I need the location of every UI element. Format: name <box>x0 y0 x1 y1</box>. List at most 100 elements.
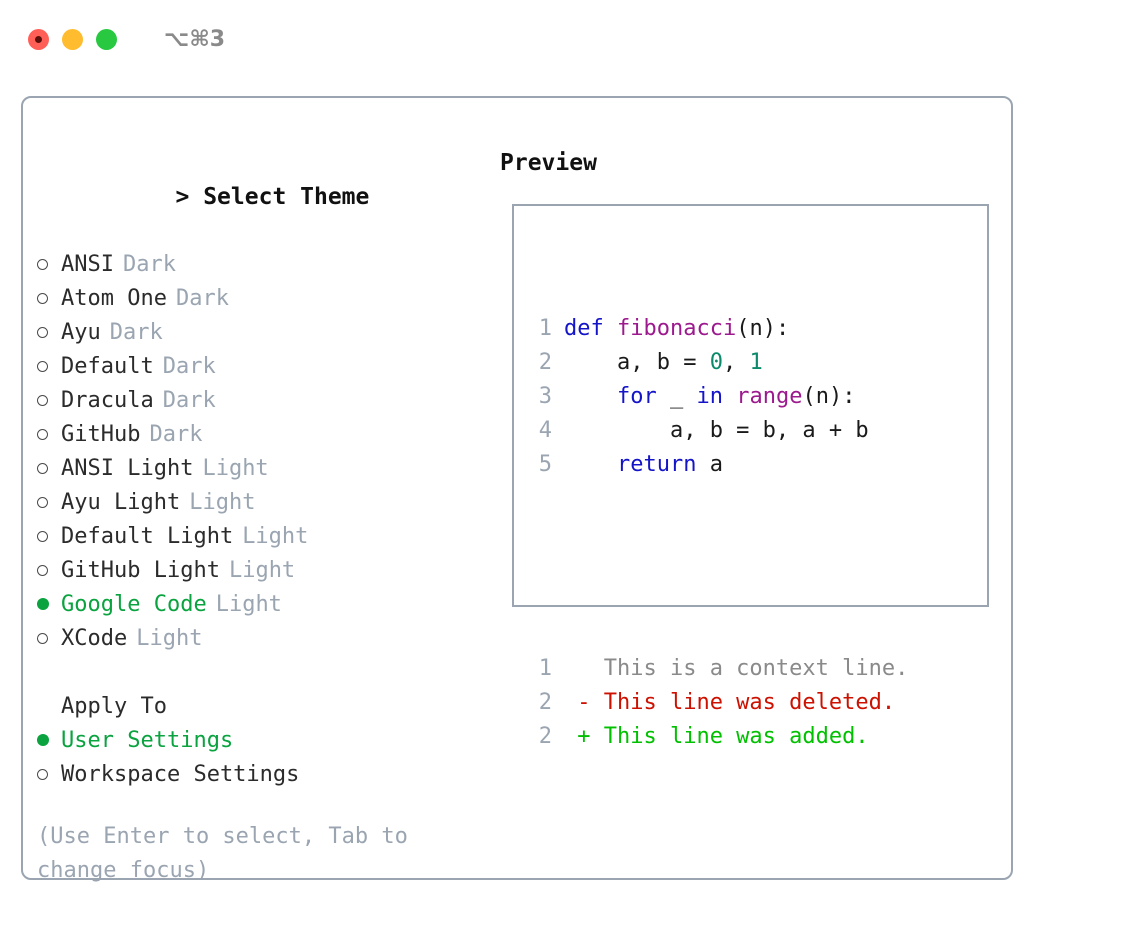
theme-item-ayu[interactable]: Ayu Dark <box>37 316 477 350</box>
theme-item-label: Ayu <box>61 320 101 345</box>
traffic-light-group <box>28 28 117 50</box>
diff-line-add: 2 + This line was added. <box>526 720 908 754</box>
theme-item-kind: Dark <box>162 388 216 413</box>
code-token-num: 1 <box>749 350 763 375</box>
theme-item-marker <box>37 588 61 622</box>
theme-item-kind: Dark <box>149 422 203 447</box>
theme-item-marker <box>37 350 61 384</box>
theme-item-label: GitHub Light <box>61 558 220 583</box>
code-line-text: return a <box>564 448 723 482</box>
theme-item-github-light[interactable]: GitHub Light Light <box>37 554 477 588</box>
code-line-number: 1 <box>538 316 552 341</box>
theme-item-kind: Light <box>228 558 296 583</box>
code-line-number: 4 <box>538 418 552 443</box>
radio-empty-icon <box>37 768 48 780</box>
theme-item-marker <box>37 316 61 350</box>
code-token-kw: for <box>616 384 657 409</box>
theme-item-marker <box>37 554 61 588</box>
radio-empty-icon <box>37 258 48 270</box>
code-token-plain <box>564 384 617 409</box>
code-token-num: 0 <box>709 350 723 375</box>
diff-line-text: + This line was added. <box>564 724 869 749</box>
theme-item-default-light[interactable]: Default Light Light <box>37 520 477 554</box>
theme-picker-title: Select Theme <box>203 184 370 210</box>
theme-item-marker <box>37 452 61 486</box>
code-line-text: a, b = 0, 1 <box>564 346 763 380</box>
code-line-text: a, b = b, a + b <box>564 414 869 448</box>
diff-line-text: This is a context line. <box>564 656 909 681</box>
theme-item-marker <box>37 520 61 554</box>
code-token-plain: _ <box>656 384 697 409</box>
apply-to-heading: Apply To <box>37 690 477 724</box>
theme-item-label: Default Light <box>61 524 234 549</box>
apply-to-title: Apply To <box>61 694 167 719</box>
diff-line-text: - This line was deleted. <box>564 690 896 715</box>
code-token-kw: def <box>564 316 617 341</box>
theme-item-marker <box>37 248 61 282</box>
radio-selected-icon <box>37 598 49 610</box>
theme-item-kind: Dark <box>122 252 176 277</box>
theme-item-label: ANSI <box>61 252 114 277</box>
theme-item-google-code[interactable]: Google Code Light <box>37 588 477 622</box>
theme-item-label: Atom One <box>61 286 167 311</box>
theme-item-label: Google Code <box>61 592 207 617</box>
theme-item-kind: Light <box>215 592 282 617</box>
theme-item-kind: Light <box>242 524 309 549</box>
diff-line-number: 2 <box>538 724 552 749</box>
theme-item-label: ANSI Light <box>61 456 194 481</box>
theme-item-kind: Dark <box>162 354 216 379</box>
code-line: 2 a, b = 0, 1 <box>526 346 908 380</box>
radio-empty-icon <box>37 360 48 372</box>
apply-to-item-workspace-settings[interactable]: Workspace Settings <box>37 758 477 792</box>
theme-item-atom-one[interactable]: Atom One Dark <box>37 282 477 316</box>
minimize-button[interactable] <box>62 28 83 50</box>
apply-to-item-label: Workspace Settings <box>61 762 300 787</box>
maximize-button[interactable] <box>96 28 117 50</box>
radio-empty-icon <box>37 496 48 508</box>
diff-line-number: 2 <box>538 690 552 715</box>
code-token-plain: a, b = <box>564 350 710 375</box>
diff-line-del: 2 - This line was deleted. <box>526 686 908 720</box>
diff-line-ctx: 1 This is a context line. <box>526 652 909 686</box>
code-line: 4 a, b = b, a + b <box>526 414 908 448</box>
apply-to-item-marker <box>37 724 61 758</box>
radio-empty-icon <box>37 564 48 576</box>
theme-item-marker <box>37 418 61 452</box>
radio-empty-icon <box>37 326 48 338</box>
close-button[interactable] <box>28 28 49 50</box>
code-line-number: 5 <box>538 452 552 477</box>
theme-item-kind: Dark <box>175 286 229 311</box>
theme-item-label: XCode <box>61 626 128 651</box>
keyboard-hint-text: (Use Enter to select, Tab to change focu… <box>37 824 408 883</box>
theme-item-kind: Dark <box>109 320 163 345</box>
code-token-plain <box>564 452 617 477</box>
theme-item-marker <box>37 622 61 656</box>
theme-item-ansi[interactable]: ANSI Dark <box>37 248 477 282</box>
code-token-fn: fibonacci <box>616 316 737 341</box>
theme-item-label: Default <box>61 354 154 379</box>
diff-line-number: 1 <box>538 656 552 681</box>
theme-item-default[interactable]: Default Dark <box>37 350 477 384</box>
list-spacer <box>37 656 477 690</box>
code-token-plain: a <box>696 452 723 477</box>
apply-to-item-user-settings[interactable]: User Settings <box>37 724 477 758</box>
preview-heading: Preview <box>500 150 597 176</box>
code-line-number: 3 <box>538 384 552 409</box>
code-line-text: def fibonacci(n): <box>564 312 789 346</box>
code-token-plain <box>723 384 736 409</box>
prompt-caret-icon: > <box>175 184 190 210</box>
keyboard-shortcut-label: ⌥⌘3 <box>164 26 226 52</box>
code-line: 1 def fibonacci(n): <box>526 312 908 346</box>
